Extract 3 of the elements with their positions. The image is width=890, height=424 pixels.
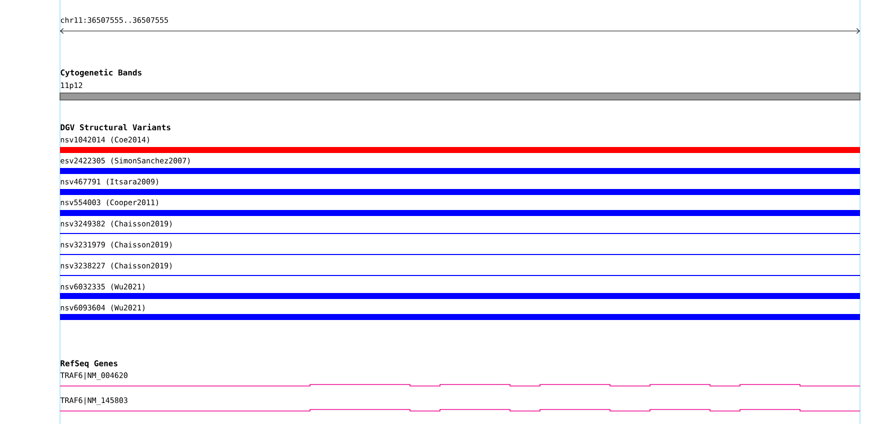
track-title: Cytogenetic Bands xyxy=(60,68,142,78)
track-title: DGV Structural Variants xyxy=(60,124,170,130)
track-title: RefSeq Genes xyxy=(60,360,118,368)
